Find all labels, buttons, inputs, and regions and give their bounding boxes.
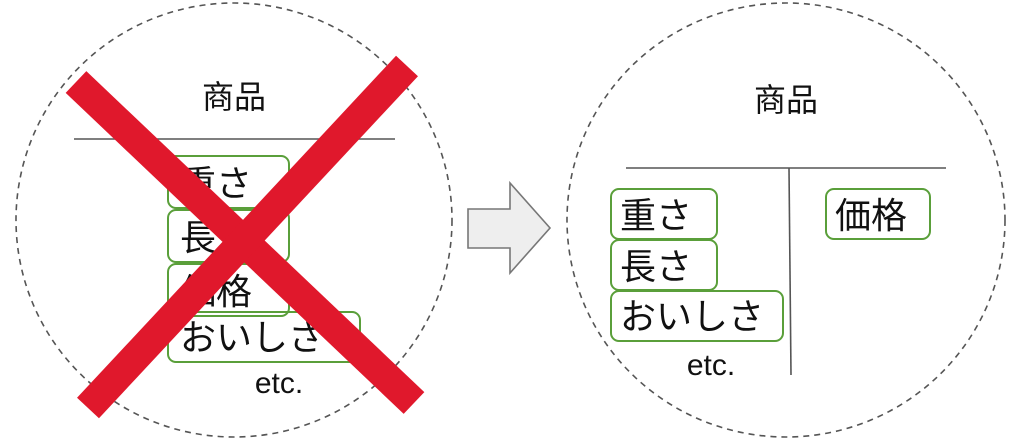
right-panel: 商品 重さ 長さ おいしさ etc. 価格 <box>566 2 1006 438</box>
right-title: 商品 <box>754 81 818 119</box>
left-etc-label: etc. <box>255 367 303 400</box>
left-circle <box>15 2 453 438</box>
right-item-label-taste: おいしさ <box>620 297 764 338</box>
left-panel: 商品 重さ 長さ 価格 おいしさ etc. <box>15 2 453 438</box>
right-item-box-price <box>825 188 931 240</box>
right-circle <box>566 2 1006 438</box>
left-title: 商品 <box>202 78 266 116</box>
right-etc-label: etc. <box>687 349 735 382</box>
right-arrow-icon <box>467 180 552 276</box>
right-item-label-length: 長さ <box>620 247 692 288</box>
left-item-label-taste: おいしさ <box>180 317 324 358</box>
right-item-label-weight: 重さ <box>620 196 692 237</box>
red-x-cross-icon <box>65 55 425 419</box>
right-item-label-price: 価格 <box>835 196 907 237</box>
right-item-box-taste <box>610 290 784 342</box>
right-divider-vertical <box>788 167 792 376</box>
